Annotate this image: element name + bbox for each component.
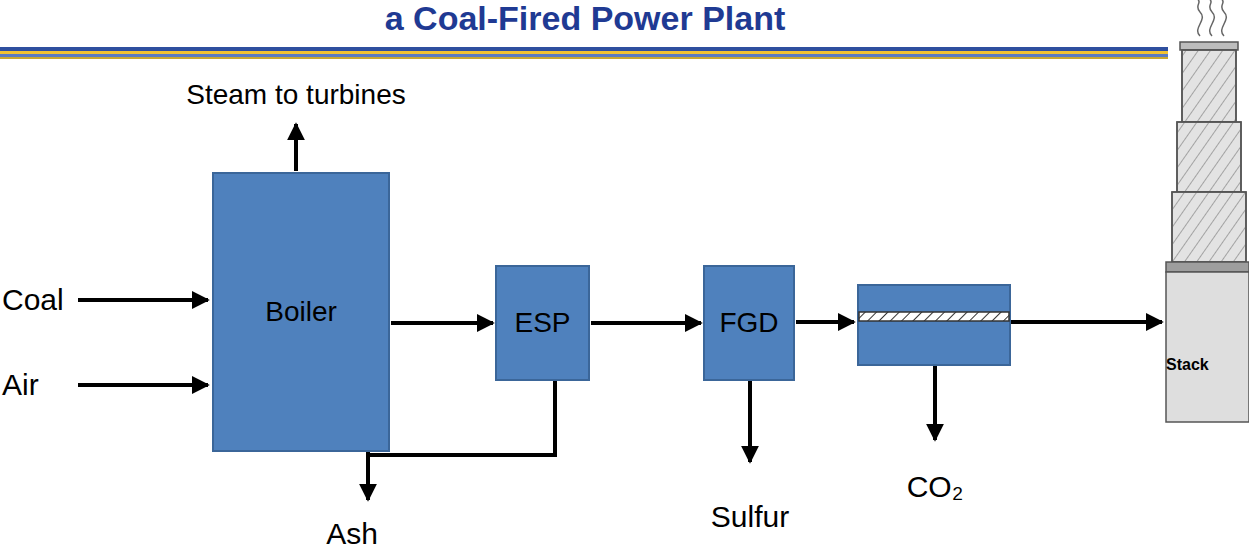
stack-base: Stack: [1166, 272, 1249, 422]
stack-chimney: [1166, 42, 1249, 422]
node-label: Stack: [1166, 356, 1209, 374]
flow-arrow: [391, 321, 493, 325]
stream-arrows: [78, 124, 1162, 500]
process-box: ESP: [495, 265, 590, 381]
stream-label: Sulfur: [711, 500, 789, 534]
membrane-separator: [858, 285, 1010, 365]
process-box: FGD: [703, 265, 795, 381]
node-label: FGD: [719, 307, 778, 339]
stream-label: Ash: [326, 517, 378, 551]
node-label: Boiler: [265, 296, 337, 328]
page-title: a Coal-Fired Power Plant: [0, 0, 1170, 38]
stream-label: Air: [2, 368, 39, 402]
node-label: ESP: [514, 307, 570, 339]
process-box: Boiler: [212, 172, 390, 452]
header-stripes: [0, 47, 1168, 59]
smoke-lines: [1198, 0, 1227, 36]
stream-label: CO₂: [907, 470, 964, 504]
stream-label: Coal: [2, 283, 64, 317]
stream-label: Steam to turbines: [186, 78, 405, 112]
flow-arrow: [591, 321, 701, 325]
